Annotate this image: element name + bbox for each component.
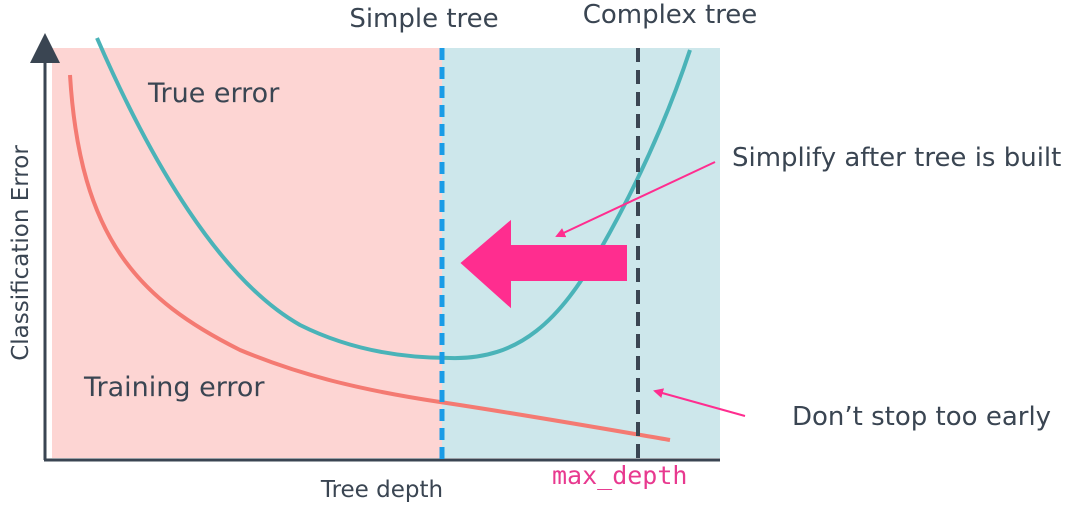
true-error-label: True error [147,78,280,109]
dont-stop-note: Don’t stop too early [792,402,1051,432]
complex-tree-label: Complex tree [583,0,758,30]
arrow-left-icon [460,219,627,309]
training-error-label: Training error [83,372,265,403]
x-axis-label: Tree depth [320,477,443,503]
max-depth-label: max_depth [552,461,687,490]
simplify-note: Simplify after tree is built [732,143,1061,173]
y-axis-label: Classification Error [8,145,34,361]
true-error-curve [95,37,692,361]
simplify-pointer [555,161,716,238]
dont-stop-pointer [653,388,746,417]
simple-tree-label: Simple tree [349,4,498,34]
training-error-curve [68,74,671,442]
